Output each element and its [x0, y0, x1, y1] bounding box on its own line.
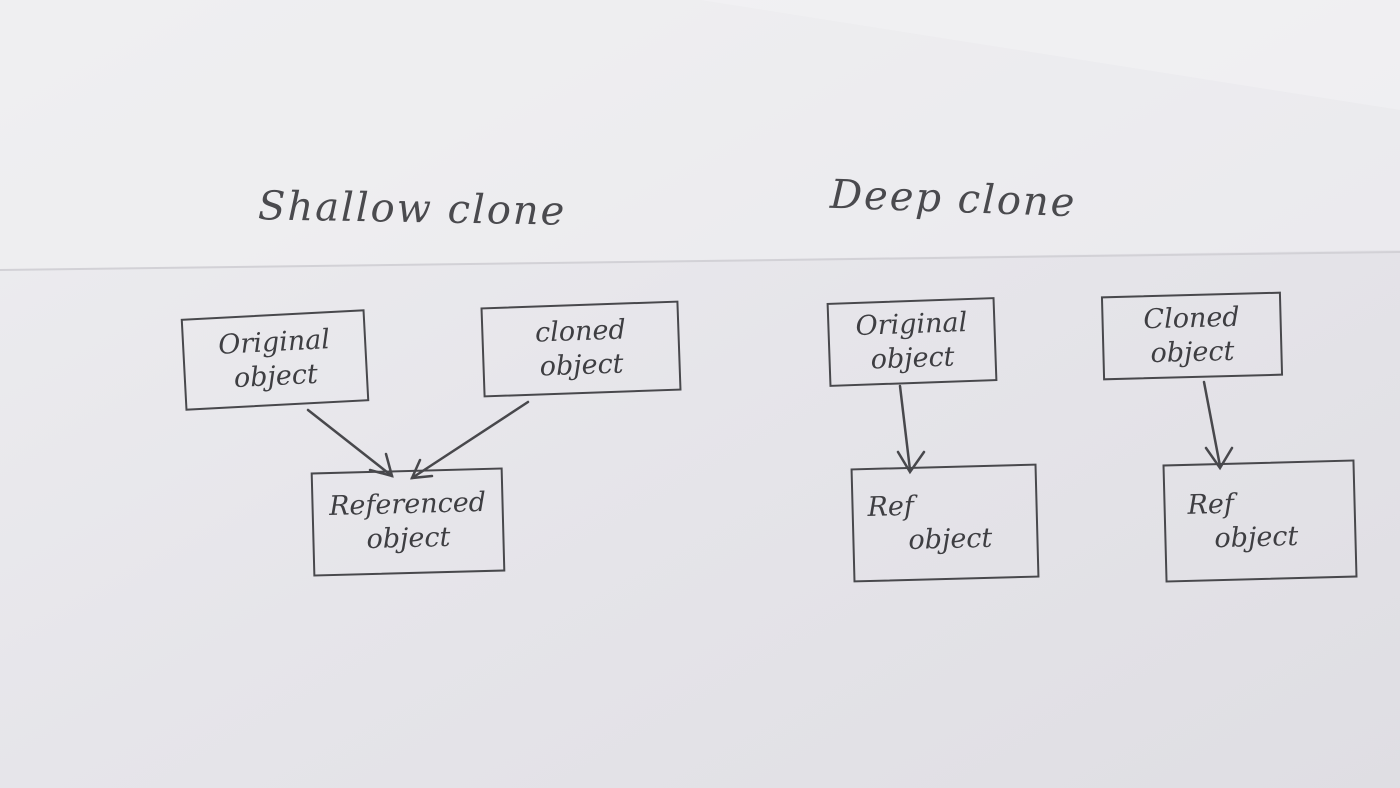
deep-original-to-ref-arrow	[896, 384, 926, 475]
shallow-original-to-ref-arrow	[306, 408, 394, 478]
shallow-cloned-to-ref-arrow	[409, 400, 530, 480]
deep-cloned-to-ref-arrow	[1202, 380, 1234, 471]
paper-fold-line	[0, 251, 1400, 271]
